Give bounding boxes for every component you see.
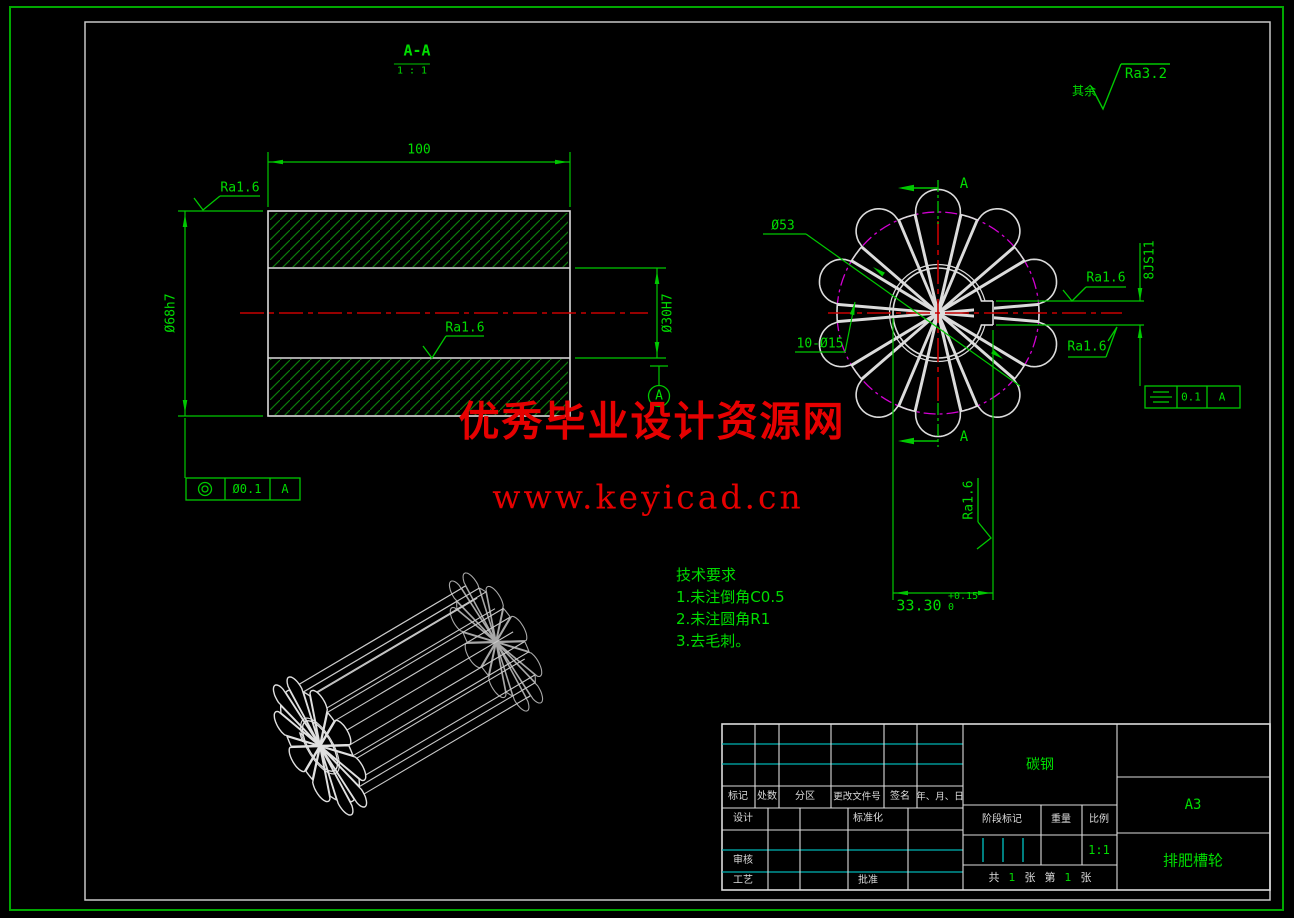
dim-outer-label: Ø68h7 [163,293,179,333]
dim-length-label: 100 [407,142,431,158]
tech-requirement-item: 3.去毛刺。 [676,632,751,650]
watermark-site-name: 优秀毕业设计资源网 [458,397,846,446]
rev-header-mark: 标记 [728,791,748,802]
sheet-index-value: 1 [1064,870,1072,884]
weight-header: 重量 [1051,814,1071,825]
default-roughness-value: Ra3.2 [1124,66,1168,82]
tech-requirements-title: 技术要求 [676,566,737,584]
dim-keyway-depth-sub: 0 [948,601,955,613]
tech-requirement-item: 1.未注倒角C0.5 [676,588,785,606]
rev-header-count: 处数 [757,791,777,802]
watermark-site-url: www.keyicad.cn [492,477,804,517]
scale-value: 1:1 [1088,843,1110,857]
material-label: 碳钢 [1026,757,1054,773]
role-check: 审核 [733,855,753,866]
scale-header: 比例 [1089,814,1109,825]
sheet-index-label: 第 [1044,871,1056,884]
sheet-unit-label: 张 [1024,871,1036,884]
role-process: 工艺 [733,875,753,886]
sheet-total-value: 1 [1008,870,1016,884]
sheet-count-row: 共 1 张 第 1 张 [989,869,1092,885]
sheet-unit-label: 张 [1080,871,1092,884]
role-design: 设计 [733,813,753,824]
role-approve: 批准 [858,875,878,886]
dim-keyway-depth-tolerance: +0.15 0 [948,591,979,613]
concentricity-tol-value: Ø0.1 [232,482,262,496]
rev-header-sign: 签名 [890,791,910,802]
part-name-label: 排肥槽轮 [1162,851,1224,870]
dim-bore-label: Ø30H7 [660,293,676,333]
concentricity-tol-datum: A [281,482,289,496]
dim-keyway-depth-sup: +0.15 [948,591,979,602]
ra-keyway-bottom-label: Ra1.6 [1067,339,1107,355]
dim-pitch-circle-label: Ø53 [771,218,795,234]
section-arrow-bottom-label: A [959,429,969,445]
ra-bore-label: Ra1.6 [445,320,485,336]
rev-header-docno: 更改文件号 [833,791,881,803]
tech-requirements: 技术要求 1.未注倒角C0.5 2.未注圆角R1 3.去毛刺。 [676,564,785,652]
ra-keyway-top-label: Ra1.6 [1086,270,1126,286]
section-arrow-top-label: A [959,176,969,192]
dim-keyway-depth-main: 33.30 [896,596,942,615]
rev-header-date: 年、月、日 [916,791,964,803]
rev-header-zone: 分区 [795,791,815,802]
dim-keyway-width-label: 8JS11 [1142,240,1158,280]
symmetry-tol-datum: A [1218,390,1226,404]
datum-a-label: A [655,388,663,404]
tech-requirement-item: 2.未注圆角R1 [676,610,771,628]
ra-outer-label: Ra1.6 [220,180,260,196]
ra-keyway-side-label: Ra1.6 [961,480,977,520]
symmetry-tol-value: 0.1 [1181,390,1201,404]
default-roughness-prefix: 其余 [1071,84,1097,98]
section-view-scale: 1 : 1 [393,63,431,77]
section-view-title: A-A [403,41,431,60]
sheet-size-label: A3 [1184,797,1202,813]
stage-mark-header: 阶段标记 [982,814,1022,825]
sheet-total-label: 共 [988,871,1000,884]
dim-grooves-label: 10-Ø15 [796,336,844,352]
role-standardize: 标准化 [853,813,883,824]
